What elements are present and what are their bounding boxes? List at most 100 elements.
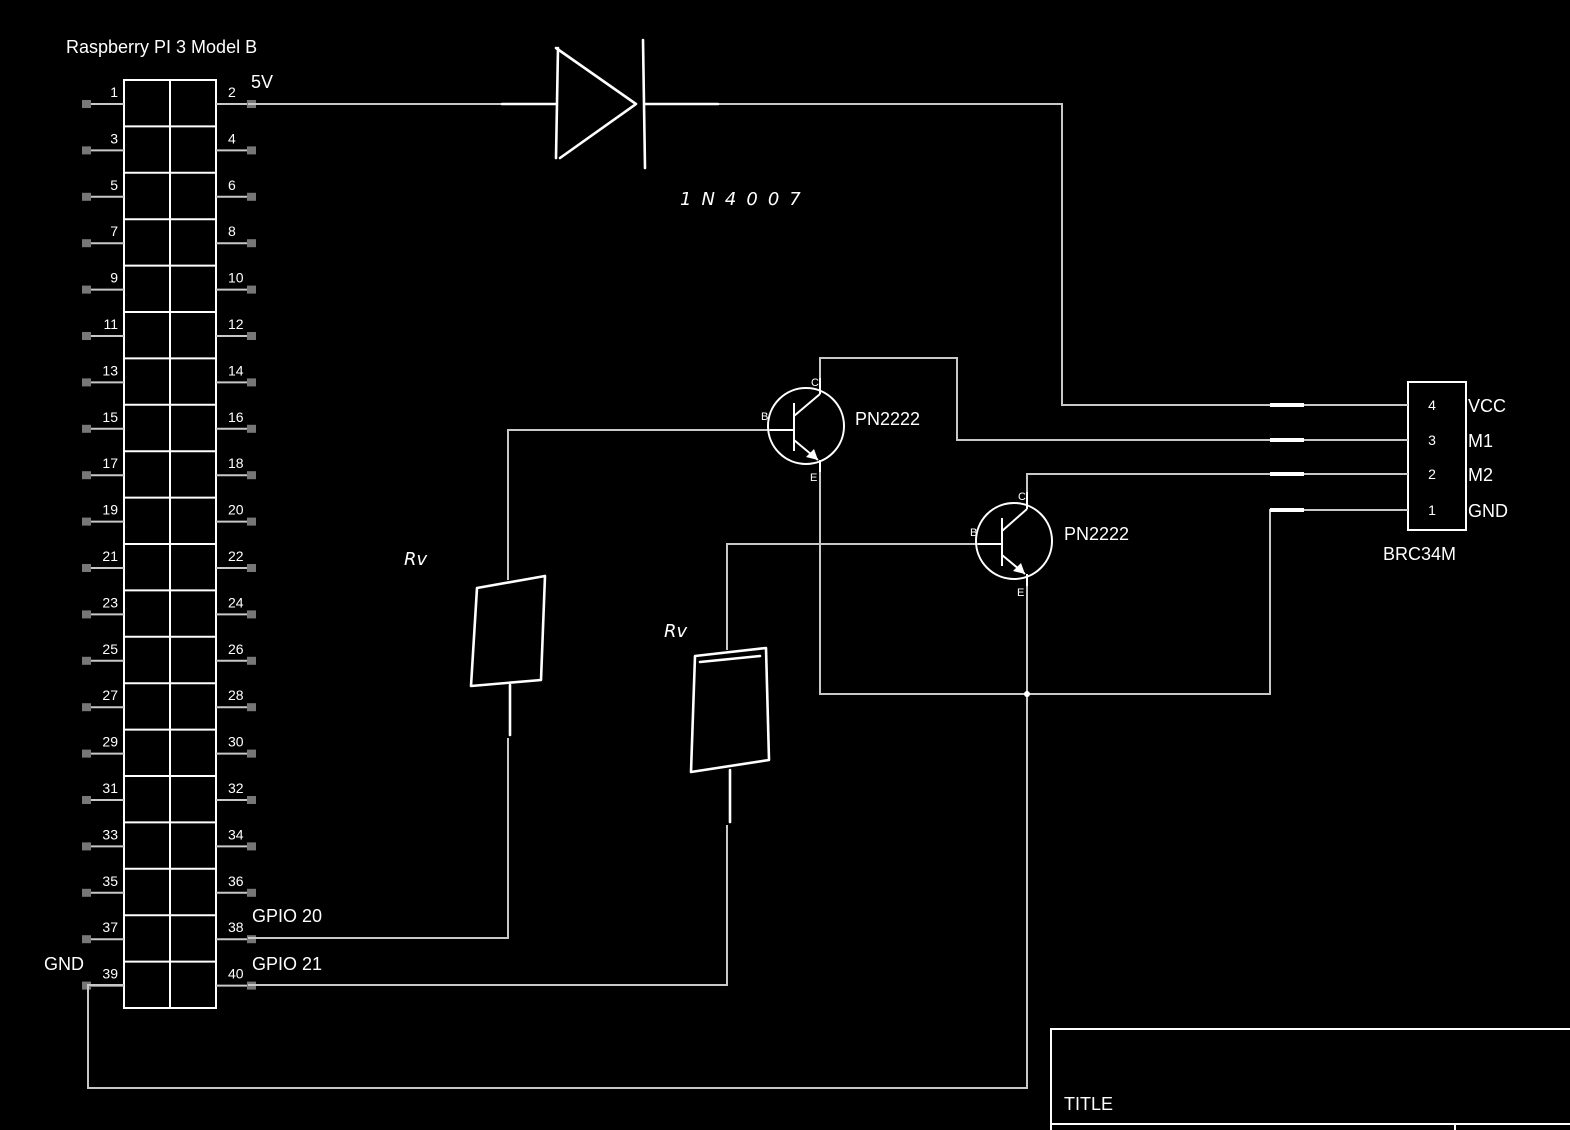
label-5v: 5V (251, 72, 273, 92)
wire-r1-t1-base (507, 429, 770, 580)
pin-pad-right (247, 888, 256, 897)
motor-pin-number: 3 (1428, 432, 1436, 448)
motor-pin-number: 2 (1428, 466, 1436, 482)
pin-number-right: 4 (228, 130, 236, 146)
pin-pad-left (82, 656, 91, 665)
motor-connector-body (1407, 381, 1467, 531)
pin-pad-left (82, 192, 91, 201)
transistor-1-label: PN2222 (855, 409, 920, 429)
motor-pin-label: M2 (1468, 465, 1493, 485)
pin-number-left: 1 (110, 84, 118, 100)
pin-number-left: 19 (102, 502, 118, 518)
wires (87, 103, 1408, 1089)
title-block: TITLE (1050, 1028, 1570, 1130)
pin-pad-right (247, 471, 256, 480)
pin-number-left: 31 (102, 780, 118, 796)
pin-number-left: 11 (103, 316, 118, 332)
transistor-2-collector-lead (1001, 508, 1028, 532)
pin-pad-right (247, 656, 256, 665)
header-rows (124, 125, 216, 963)
pin-number-left: 37 (102, 919, 118, 935)
pin-pad-left (82, 100, 91, 108)
pin-number-left: 13 (102, 362, 118, 378)
pin-number-right: 20 (228, 502, 244, 518)
transistor-1-c: C (811, 377, 819, 389)
pin-pad-right (247, 703, 256, 712)
pin-number-left: 3 (110, 130, 118, 146)
pin-number-right: 14 (228, 362, 244, 378)
transistor-2-c: C (1018, 491, 1026, 503)
pin-pad-left (82, 517, 91, 526)
pin-pad-right (247, 146, 256, 155)
pin-pad-left (82, 935, 91, 944)
pin-number-right: 24 (228, 594, 244, 610)
pin-pad-left (82, 610, 91, 619)
label-gpio20: GPIO 20 (252, 906, 322, 926)
pin-pad-left (82, 332, 91, 340)
transistor-1-b: B (761, 411, 768, 423)
pin-pad-right (247, 796, 256, 804)
title-block-frame (1050, 1028, 1570, 1130)
wire-r2-t2-base (726, 543, 978, 650)
pin-pad-right (247, 424, 256, 433)
pin-pad-right (247, 564, 256, 572)
transistor-1: B C E PN2222 (761, 377, 920, 484)
pin-number-right: 8 (228, 223, 236, 239)
pin-number-left: 17 (102, 455, 118, 471)
pin-pad-left (82, 888, 91, 897)
pin-number-right: 38 (228, 919, 244, 935)
resistor-2-label: Rv (664, 621, 688, 642)
pin-pad-right (247, 332, 256, 340)
pin-number-left: 35 (102, 873, 118, 889)
pin-number-left: 27 (102, 687, 118, 703)
pin-number-right: 40 (228, 966, 244, 982)
pin-pad-right (247, 935, 256, 944)
label-gnd: GND (44, 954, 84, 974)
pin-pad-left (82, 146, 91, 155)
pin-number-right: 32 (228, 780, 244, 796)
pin-number-right: 12 (228, 316, 244, 332)
wire-emitter-motor-gnd (819, 470, 1408, 695)
pin-pad-right (247, 517, 256, 526)
pin-pad-left (82, 749, 91, 758)
motor-name: BRC34M (1383, 544, 1456, 564)
motor-pin-label: M1 (1468, 431, 1493, 451)
motor-pin-number: 1 (1428, 502, 1436, 518)
pin-number-right: 22 (228, 548, 244, 564)
pin-number-right: 18 (228, 455, 244, 471)
diode-label: 1N4007 (680, 189, 811, 210)
motor-pin-label: VCC (1468, 396, 1506, 416)
junction-dot (1024, 691, 1030, 697)
pin-number-left: 9 (110, 270, 118, 286)
transistor-1-collector-lead (793, 393, 821, 417)
pin-pad-right (247, 285, 256, 294)
pin-number-left: 39 (102, 966, 118, 982)
resistor-1-body (469, 574, 547, 688)
transistor-1-emitter-arrow (806, 449, 818, 460)
wire-t1-collector-m1 (819, 357, 1408, 441)
pin-number-left: 7 (110, 223, 118, 239)
pin-number-right: 16 (228, 409, 244, 425)
pin-pad-left (82, 424, 91, 433)
wire-t2-collector-m2 (1026, 473, 1408, 492)
diode-triangle (554, 46, 638, 160)
pin-pad-left (82, 703, 91, 712)
resistor-2-scribble (698, 654, 762, 664)
pin-pad-right (247, 749, 256, 758)
wire-gpio20-r1 (248, 738, 509, 939)
pin-number-right: 2 (228, 84, 236, 100)
motor-pin-number: 4 (1428, 397, 1436, 413)
rpi-title: Raspberry PI 3 Model B (66, 37, 257, 57)
motor-pin-pad (1270, 472, 1304, 476)
pin-number-right: 34 (228, 826, 244, 842)
title-block-title: TITLE (1064, 1094, 1113, 1114)
label-gpio21: GPIO 21 (252, 954, 322, 974)
pin-pad-left (82, 796, 91, 804)
pin-pad-left (82, 842, 91, 851)
transistor-2-body (975, 502, 1053, 580)
pin-number-right: 30 (228, 734, 244, 750)
pin-number-left: 15 (102, 409, 118, 425)
